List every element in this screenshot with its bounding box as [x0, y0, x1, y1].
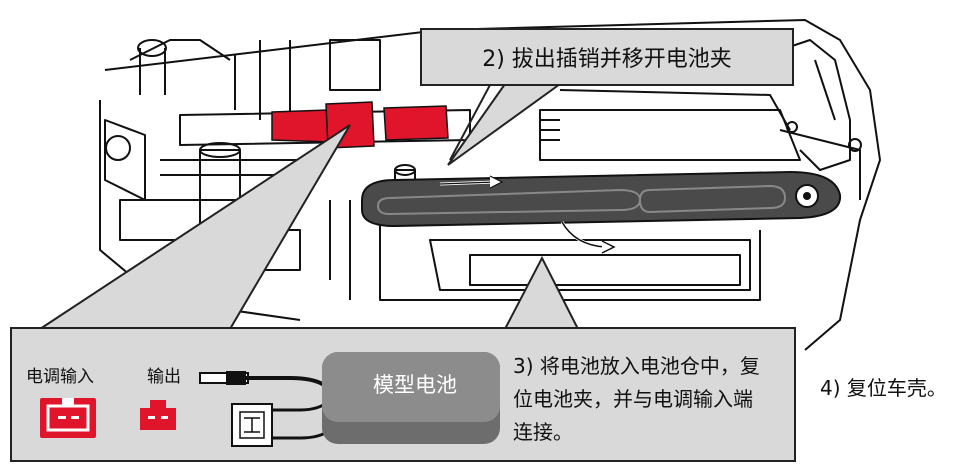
esc-output-connector-icon	[140, 400, 176, 430]
esc-output-label: 输出	[147, 367, 181, 387]
battery-label: 模型电池	[373, 373, 457, 397]
step-reset-shell: 4) 复位车壳。	[820, 376, 947, 400]
callout-pin-text: 2) 拔出插销并移开电池夹	[482, 47, 732, 72]
step-insert-battery: 3) 将电池放入电池仓中，复位电池夹，并与电调输入端连接。	[513, 354, 760, 444]
callout-pin-removal: 2) 拔出插销并移开电池夹	[420, 28, 794, 86]
esc-input-connector-icon	[40, 398, 96, 438]
esc-input-label: 电调输入	[26, 367, 94, 387]
